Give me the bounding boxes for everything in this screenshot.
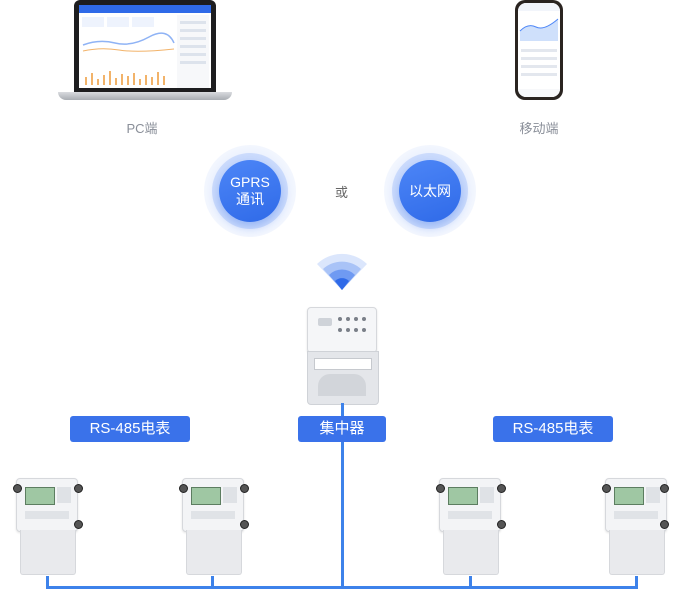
phone-screen <box>518 3 560 97</box>
pc-label: PC端 <box>126 121 158 136</box>
meter-screw <box>74 520 83 529</box>
electric-meter-2 <box>179 478 249 576</box>
ethernet-circle: 以太网 <box>399 160 461 222</box>
meter1-drop-line <box>46 576 49 588</box>
meter2-drop-line <box>211 576 214 588</box>
gprs-circle: GPRS 通讯 <box>219 160 281 222</box>
electric-meter-1 <box>13 478 83 576</box>
meter-lcd-display <box>614 487 644 505</box>
meter-lcd-display <box>191 487 221 505</box>
meter-screw <box>436 484 445 493</box>
dashboard-chart <box>82 15 209 88</box>
meter-screw <box>74 484 83 493</box>
meter-screw <box>602 484 611 493</box>
electric-meter-4 <box>602 478 669 576</box>
meter-screw <box>497 520 506 529</box>
phone-chart <box>518 3 560 97</box>
ethernet-node: 以太网 <box>384 145 476 237</box>
laptop-base <box>58 92 232 100</box>
meter-screw <box>179 484 188 493</box>
meter-lcd-display <box>448 487 478 505</box>
gprs-halo: GPRS 通讯 <box>212 153 288 229</box>
mobile-phone <box>515 0 563 100</box>
rs485-meter-label-right: RS-485电表 <box>493 416 613 442</box>
ethernet-text: 以太网 <box>409 182 451 199</box>
rs485-meter-label-left: RS-485电表 <box>70 416 190 442</box>
meter-screw <box>660 484 669 493</box>
meter-screw <box>660 520 669 529</box>
concentrator-bottom <box>307 351 379 405</box>
center-vertical-line <box>341 403 344 589</box>
electric-meter-3 <box>436 478 506 576</box>
meter-screw <box>497 484 506 493</box>
laptop-dashboard <box>79 5 211 88</box>
bus-horizontal-line <box>46 586 638 589</box>
meter3-drop-line <box>469 576 472 588</box>
meter-screw <box>240 520 249 529</box>
gprs-text-line2: 通讯 <box>236 191 264 207</box>
gprs-text-line1: GPRS <box>230 174 270 190</box>
pc-laptop <box>58 0 232 102</box>
or-text: 或 <box>335 185 349 200</box>
gprs-node: GPRS 通讯 <box>204 145 296 237</box>
meter4-drop-line <box>635 576 638 588</box>
concentrator-device <box>307 307 379 405</box>
laptop-screen <box>74 0 216 92</box>
meter-screw <box>13 484 22 493</box>
wireless-signal-icon <box>317 253 367 290</box>
mobile-label: 移动端 <box>519 121 559 136</box>
concentrator-top <box>307 307 377 353</box>
concentrator-label: 集中器 <box>298 416 386 442</box>
meter-lcd-display <box>25 487 55 505</box>
ethernet-halo: 以太网 <box>392 153 468 229</box>
meter-screw <box>240 484 249 493</box>
